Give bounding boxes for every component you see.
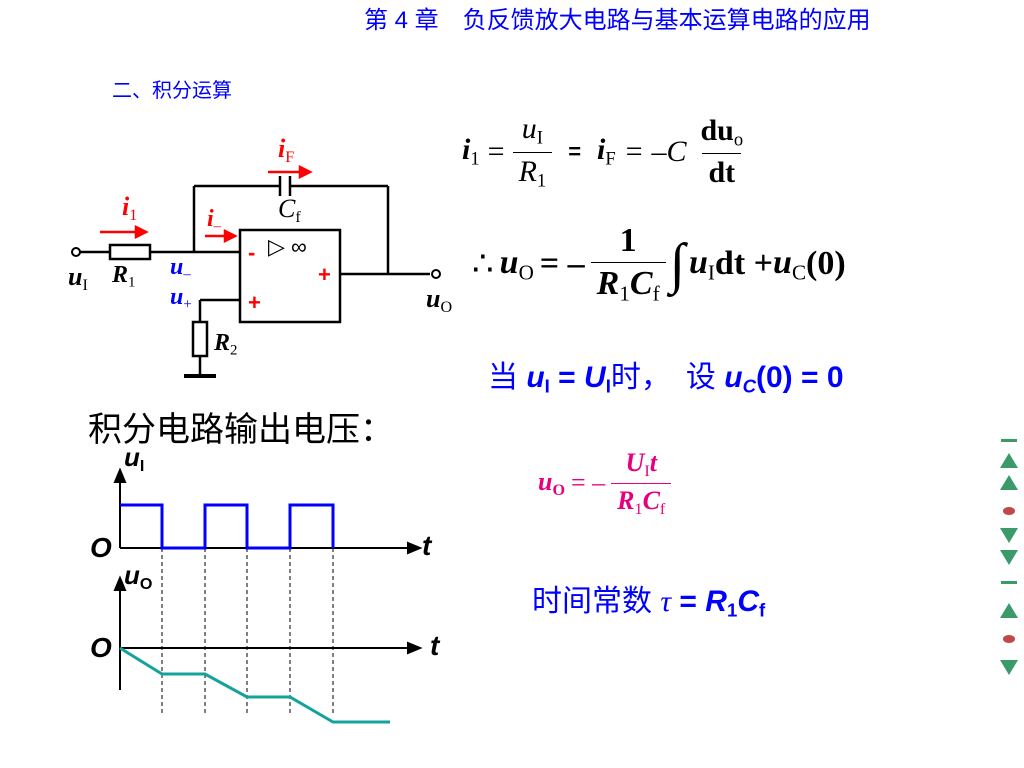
time-guides — [161, 548, 334, 716]
label-R2: R2 — [214, 330, 238, 359]
label-uI: uI — [68, 262, 88, 294]
last-icon[interactable] — [998, 546, 1020, 568]
label-i-minus: i– — [207, 206, 222, 235]
prev-page-icon[interactable] — [998, 472, 1020, 494]
label-i1: i1 — [122, 192, 138, 224]
i-minus-arrow-icon — [223, 228, 238, 244]
r2-resistor — [191, 320, 209, 358]
label-iF: iF — [278, 134, 295, 166]
section-subtitle: 二、积分运算 — [112, 80, 232, 102]
dot-icon[interactable] — [998, 500, 1020, 522]
label-output-wave: uO — [124, 560, 153, 593]
time-constant-text: 时间常数 τ = R1Cf — [532, 585, 766, 621]
prev-icon[interactable] — [998, 450, 1020, 472]
condition-text: 当 uI = UI时， 设 uC(0) = 0 — [488, 361, 844, 397]
t1-axis-arrow-icon — [407, 541, 423, 555]
output-ramp-wave — [119, 646, 390, 724]
label-u-plus: u+ — [170, 284, 192, 313]
label-R1: R1 — [112, 262, 136, 291]
t2-axis-arrow-icon — [407, 641, 423, 655]
input-axis-arrow-icon — [113, 467, 127, 483]
output-axis-arrow-icon — [113, 575, 127, 591]
next-icon[interactable] — [998, 524, 1020, 546]
r1-resistor — [108, 243, 152, 261]
first-icon[interactable] — [998, 436, 1020, 458]
opamp-box — [238, 228, 342, 324]
opamp-plus-output: + — [318, 262, 331, 287]
opamp-symbol: ▷ ∞ — [268, 234, 307, 259]
label-t-1: t — [422, 530, 432, 561]
separator-icon — [1001, 581, 1017, 584]
dot-icon[interactable] — [998, 628, 1020, 650]
output-terminal — [431, 269, 441, 279]
circuit-diagram — [80, 176, 430, 378]
slide-title: 第 4 章 负反馈放大电路与基本运算电路的应用 — [364, 7, 871, 34]
input-square-wave — [120, 503, 335, 550]
iF-arrow-icon — [298, 164, 313, 180]
opamp-plus-input: + — [248, 290, 261, 315]
label-t-2: t — [430, 630, 440, 661]
label-input-wave: uI — [124, 442, 145, 475]
label-origin-2: O — [90, 632, 112, 663]
label-origin-1: O — [90, 532, 112, 563]
down-icon[interactable] — [998, 656, 1020, 678]
output-voltage-heading: 积分电路输出电压： — [88, 412, 394, 449]
waveform-axes — [113, 467, 423, 690]
opamp-minus-input: - — [248, 240, 256, 265]
label-uO: uO — [426, 284, 453, 316]
up-icon[interactable] — [998, 600, 1020, 622]
label-Cf: Cf — [278, 194, 301, 226]
input-terminal — [71, 247, 81, 257]
i1-arrow-icon — [134, 224, 149, 240]
label-u-minus: u– — [170, 254, 191, 283]
